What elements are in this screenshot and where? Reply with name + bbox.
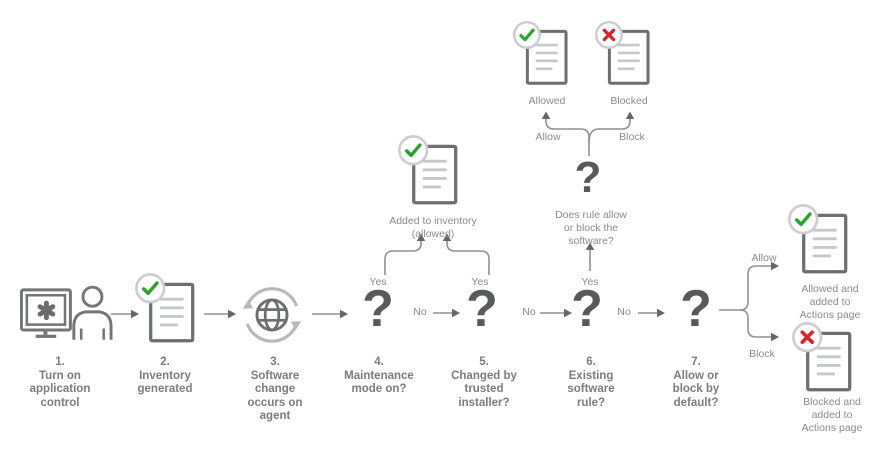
- allowed-actions-document-check-icon: [787, 203, 850, 277]
- block-label-rule: Block: [619, 131, 645, 143]
- step-1-label: 1. Turn on application control: [29, 356, 91, 409]
- allow-label-step7: Allow: [751, 252, 777, 264]
- step-4-question-mark: ?: [362, 280, 394, 338]
- blocked-actions-document-cross-icon: [791, 321, 854, 395]
- step-6-label: 6. Existing software rule?: [567, 356, 615, 409]
- allow-label-rule: Allow: [535, 131, 561, 143]
- added-to-inventory-document-check-icon: [397, 134, 460, 208]
- no-label-step4: No: [413, 306, 427, 318]
- allowed-label: Allowed: [528, 95, 566, 107]
- step-3-label: 3. Software change occurs on agent: [247, 356, 303, 422]
- person-icon: [72, 285, 113, 340]
- blocked-label: Blocked: [610, 95, 648, 107]
- step-6-question-mark: ?: [571, 280, 603, 338]
- yes-label-step5: Yes: [471, 276, 489, 288]
- no-label-step5: No: [522, 306, 536, 318]
- globe-sync-icon: [239, 281, 305, 352]
- step-7-question-mark: ?: [680, 280, 712, 338]
- allowed-document-check-icon: [512, 20, 570, 89]
- computer-user-icon: [19, 283, 113, 347]
- rule-question-mark: ?: [574, 153, 602, 202]
- yes-label-step6: Yes: [581, 276, 599, 288]
- step-2-label: 2. Inventory generated: [137, 356, 193, 395]
- step-7-label: 7. Allow or block by default?: [672, 356, 720, 409]
- yes-label-step4: Yes: [369, 276, 387, 288]
- step-4-label: 4. Maintenance mode on?: [344, 356, 414, 395]
- inventory-document-check-icon: [134, 272, 197, 346]
- block-label-step7: Block: [749, 348, 775, 360]
- step-5-label: 5. Changed by trusted installer?: [451, 356, 517, 409]
- no-label-step6: No: [617, 306, 631, 318]
- asterisk-icon: [37, 300, 56, 321]
- blocked-document-cross-icon: [594, 20, 652, 89]
- step-5-question-mark: ?: [466, 280, 498, 338]
- rule-question-label: Does rule allow or block the software?: [555, 209, 627, 247]
- blocked-actions-label: Blocked and added to Actions page: [801, 396, 863, 434]
- allowed-actions-label: Allowed and added to Actions page: [799, 283, 861, 321]
- added-to-inventory-label: Added to inventory (allowed): [389, 215, 477, 240]
